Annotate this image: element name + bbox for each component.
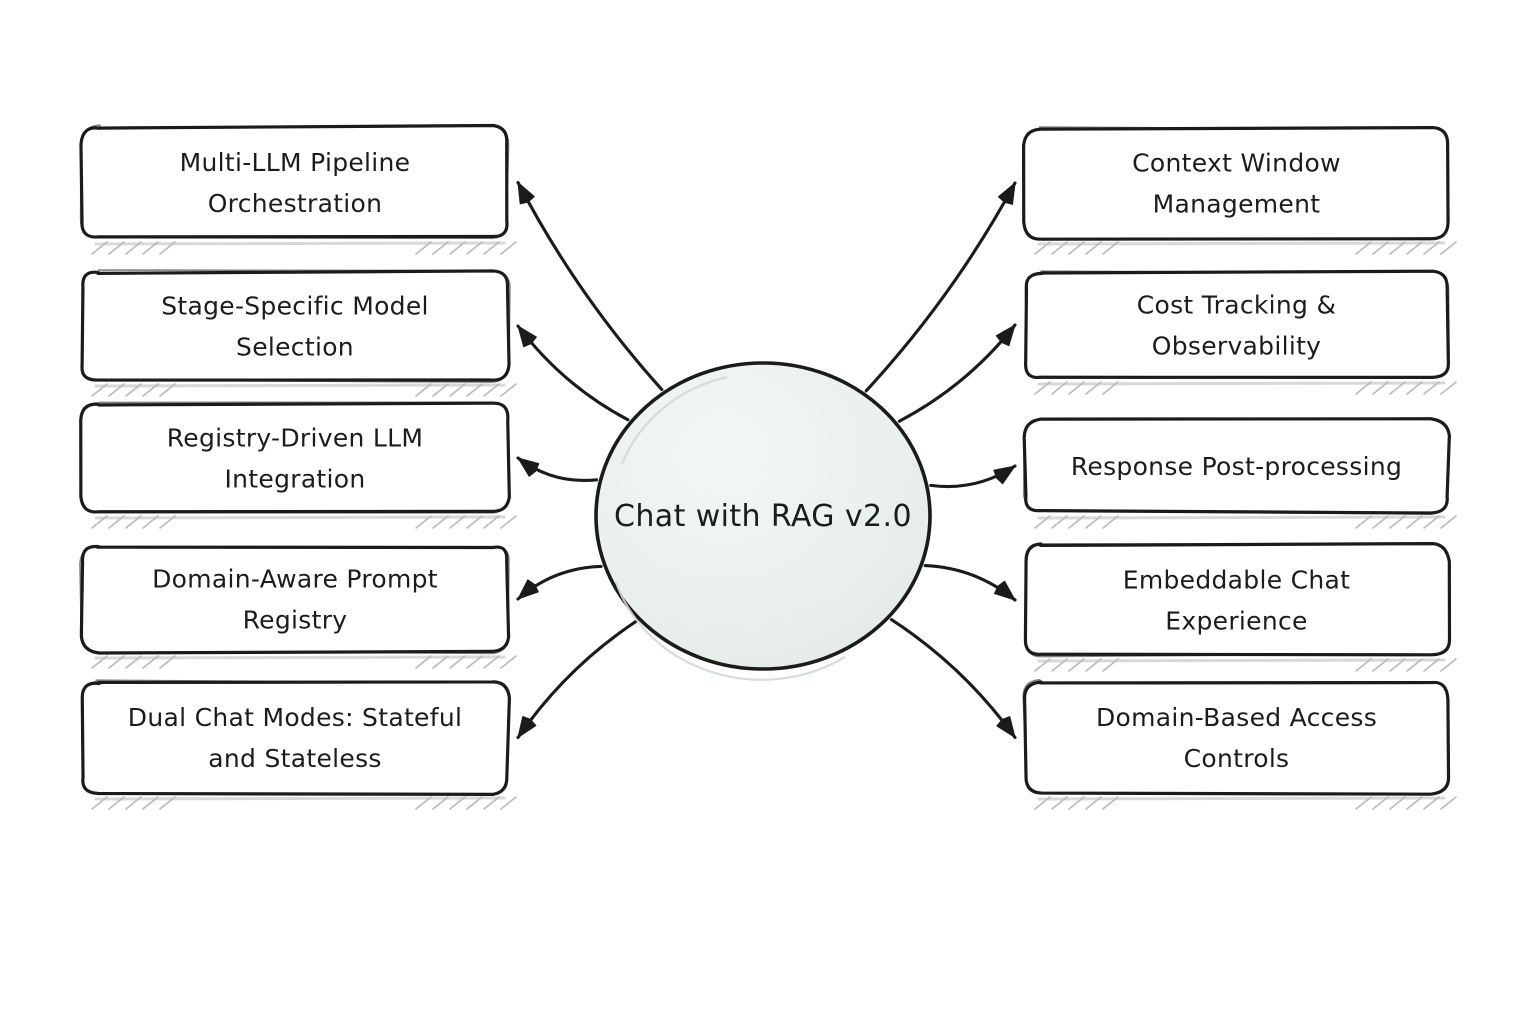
node-box[interactable] xyxy=(1022,417,1451,515)
node-label-line: Integration xyxy=(224,465,365,494)
connector-arrowhead xyxy=(517,716,537,738)
connector-line xyxy=(516,619,638,740)
node-box[interactable] xyxy=(1023,542,1452,657)
node-box[interactable] xyxy=(79,544,511,655)
connectors-layer xyxy=(516,180,1017,740)
connector-to-domain-based-access-controls xyxy=(889,618,1017,740)
node-box[interactable] xyxy=(80,269,511,382)
connector-to-cost-tracking-and-observability xyxy=(897,323,1017,423)
node-shadow-bar xyxy=(1037,241,1446,246)
node-shadow-bar xyxy=(94,241,506,246)
node-box[interactable] xyxy=(80,680,511,797)
node-label-line: Orchestration xyxy=(208,189,383,218)
node-box[interactable] xyxy=(1022,125,1450,241)
connector-arrowhead xyxy=(995,324,1016,347)
node-shadow-bar xyxy=(1037,381,1446,386)
connector-to-stage-specific-model-selection xyxy=(516,324,630,422)
connector-to-multi-llm-pipeline-orchestration xyxy=(516,180,664,392)
node-shadow-hatch xyxy=(91,655,517,669)
node-label-line: Management xyxy=(1153,190,1321,219)
node-shadow-bar xyxy=(94,796,506,801)
center-circle[interactable] xyxy=(594,361,932,671)
connector-to-domain-aware-prompt-registry xyxy=(516,564,603,601)
node-shadow-hatch xyxy=(1034,381,1457,395)
connector-line xyxy=(864,181,1017,393)
mindmap-node-response-post-processing[interactable]: Response Post-processing xyxy=(1022,417,1457,529)
connector-arrowhead xyxy=(517,457,540,477)
node-shadow-bar xyxy=(1037,796,1446,801)
mindmap-node-dual-chat-modes-stateful-and-stateless[interactable]: Dual Chat Modes: Stateful and Stateless xyxy=(80,679,517,810)
node-box[interactable] xyxy=(79,401,511,514)
node-shadow-hatch xyxy=(1034,796,1457,810)
center-circle-shade-arc xyxy=(614,581,846,681)
node-box[interactable] xyxy=(79,123,509,239)
connector-arrowhead xyxy=(517,579,539,600)
connector-arrowhead xyxy=(993,465,1016,485)
node-label-line: Observability xyxy=(1152,332,1322,361)
node-shadow-hatch xyxy=(1034,515,1457,529)
center-circle-highlight-arc xyxy=(620,375,728,465)
connector-line xyxy=(889,618,1017,740)
node-shadow-hatch xyxy=(91,241,517,255)
node-label-line: Experience xyxy=(1165,607,1307,636)
node-label-line: and Stateless xyxy=(208,744,381,773)
node-label-line: Domain-Aware Prompt xyxy=(152,565,438,594)
connector-line xyxy=(516,180,664,392)
node-label-line: Dual Chat Modes: Stateful xyxy=(128,703,462,732)
connector-arrowhead xyxy=(517,182,535,205)
node-shadow-bar xyxy=(94,655,506,660)
center-node-label: Chat with RAG v2.0 xyxy=(614,499,912,534)
mindmap-node-registry-driven-llm-integration[interactable]: Registry-Driven LLM Integration xyxy=(79,401,517,529)
node-shadow-bar xyxy=(1037,658,1446,663)
node-label-line: Selection xyxy=(236,333,354,362)
node-label-line: Stage-Specific Model xyxy=(161,292,429,321)
connector-to-dual-chat-modes-stateful-and-stateless xyxy=(516,619,638,740)
node-shadow-hatch xyxy=(91,383,517,397)
node-shadow-bar xyxy=(94,515,506,520)
node-label-line: Response Post-processing xyxy=(1071,452,1402,481)
node-box[interactable] xyxy=(1024,269,1450,380)
node-shadow-bar xyxy=(1037,515,1446,520)
connector-to-registry-driven-llm-integration xyxy=(516,456,599,482)
node-label-line: Controls xyxy=(1184,744,1290,773)
node-box[interactable] xyxy=(1022,680,1451,796)
node-shadow-hatch xyxy=(91,515,517,529)
mindmap-node-cost-tracking-and-observability[interactable]: Cost Tracking & Observability xyxy=(1024,269,1457,395)
node-label-line: Registry xyxy=(243,606,348,635)
connector-arrowhead xyxy=(994,580,1016,601)
node-label-line: Domain-Based Access xyxy=(1096,703,1377,732)
node-label-line: Registry-Driven LLM xyxy=(167,424,424,453)
connector-line xyxy=(897,323,1017,423)
connector-arrowhead xyxy=(997,182,1016,205)
connector-arrowhead xyxy=(517,325,537,348)
node-shadow-hatch xyxy=(91,796,517,810)
connector-to-embeddable-chat-experience xyxy=(923,564,1017,602)
node-shadow-hatch xyxy=(1034,658,1457,672)
center-node[interactable]: Chat with RAG v2.0 xyxy=(594,361,932,681)
node-label-line: Embeddable Chat xyxy=(1123,566,1351,595)
nodes-layer: Multi-LLM PipelineOrchestrationStage-Spe… xyxy=(79,123,1457,810)
node-shadow-hatch xyxy=(1034,241,1457,255)
node-shadow-bar xyxy=(94,383,506,388)
connector-to-response-post-processing xyxy=(929,464,1017,489)
node-label-line: Context Window xyxy=(1132,149,1341,178)
node-label-line: Cost Tracking & xyxy=(1137,291,1337,320)
node-label-line: Multi-LLM Pipeline xyxy=(180,148,411,177)
connector-to-context-window-management xyxy=(864,181,1017,393)
connector-arrowhead xyxy=(996,716,1016,738)
